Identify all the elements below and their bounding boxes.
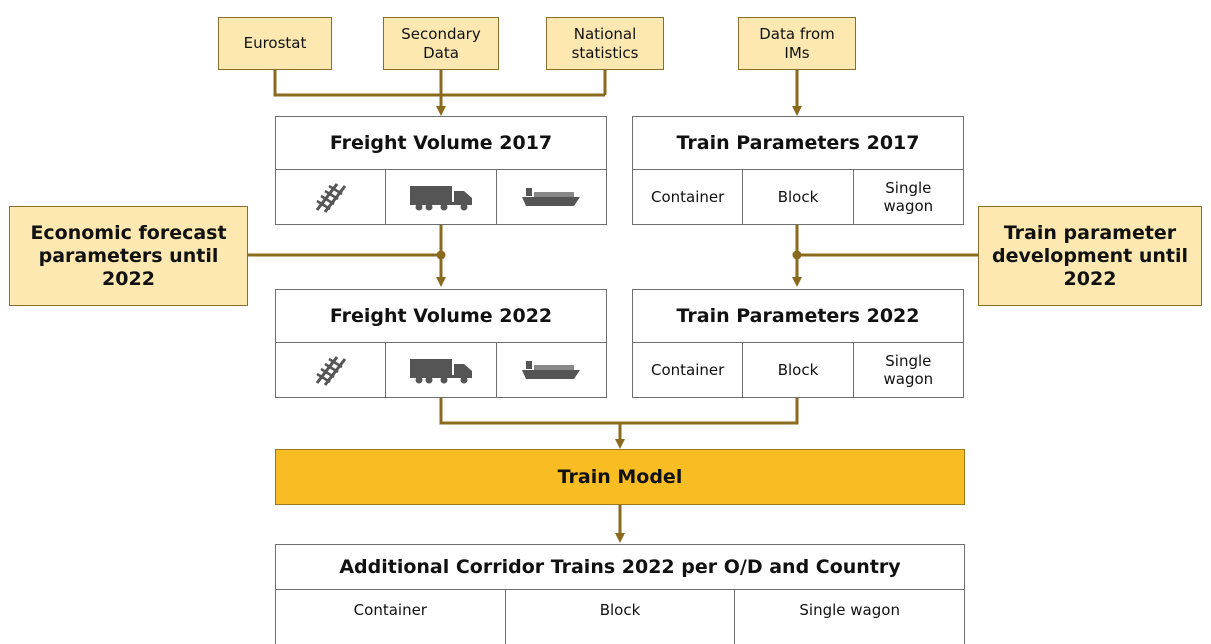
junction-left bbox=[436, 250, 446, 260]
train-parameter-development-label: Train parameter development until 2022 bbox=[992, 221, 1188, 290]
additional-corridor-trains-box: Additional Corridor Trains 2022 per O/D … bbox=[275, 544, 965, 644]
connector-eurostat bbox=[273, 70, 605, 97]
connector-freight-2022 bbox=[439, 398, 799, 425]
params-2017-container: Container bbox=[633, 169, 744, 224]
train-model-box: Train Model bbox=[275, 449, 965, 505]
result-single-wagon: Single wagon bbox=[799, 601, 900, 619]
params-2017-block: Block bbox=[743, 169, 854, 224]
source-national-label: National statistics bbox=[571, 24, 639, 62]
source-eurostat: Eurostat bbox=[218, 17, 332, 70]
source-ims-label: Data from IMs bbox=[759, 24, 835, 62]
ship-icon bbox=[497, 169, 606, 224]
source-data-from-ims: Data from IMs bbox=[738, 17, 856, 70]
ship-icon bbox=[497, 342, 606, 397]
source-secondary-data: Secondary Data bbox=[383, 17, 499, 70]
source-secondary-label: Secondary Data bbox=[401, 24, 481, 62]
params-2022-single-wagon: Single wagon bbox=[883, 351, 934, 388]
train-parameters-2022-box: Train Parameters 2022 Container Block Si… bbox=[632, 289, 964, 398]
source-eurostat-label: Eurostat bbox=[243, 34, 307, 52]
result-block: Block bbox=[506, 589, 736, 644]
freight-volume-2017-title: Freight Volume 2017 bbox=[276, 117, 606, 170]
economic-forecast-box: Economic forecast parameters until 2022 bbox=[9, 206, 248, 306]
train-parameters-2017-box: Train Parameters 2017 Container Block Si… bbox=[632, 116, 964, 225]
source-national-statistics: National statistics bbox=[546, 17, 664, 70]
truck-icon bbox=[386, 342, 497, 397]
additional-corridor-trains-title: Additional Corridor Trains 2022 per O/D … bbox=[276, 545, 964, 590]
rail-track-icon bbox=[276, 342, 387, 397]
truck-icon bbox=[386, 169, 497, 224]
train-model-label: Train Model bbox=[557, 466, 683, 488]
freight-volume-2017-box: Freight Volume 2017 bbox=[275, 116, 607, 225]
connector-lines bbox=[248, 70, 978, 543]
junction-right bbox=[792, 250, 802, 260]
params-2017-single-wagon: Single wagon bbox=[883, 178, 934, 215]
params-2022-block: Block bbox=[743, 342, 854, 397]
rail-track-icon bbox=[276, 169, 387, 224]
train-parameter-development-box: Train parameter development until 2022 bbox=[978, 206, 1202, 306]
economic-forecast-label: Economic forecast parameters until 2022 bbox=[30, 221, 227, 290]
freight-volume-2022-title: Freight Volume 2022 bbox=[276, 290, 606, 343]
train-parameters-2017-title: Train Parameters 2017 bbox=[633, 117, 963, 170]
freight-volume-2022-box: Freight Volume 2022 bbox=[275, 289, 607, 398]
params-2022-container: Container bbox=[633, 342, 744, 397]
train-parameters-2022-title: Train Parameters 2022 bbox=[633, 290, 963, 343]
result-container: Container bbox=[276, 589, 506, 644]
